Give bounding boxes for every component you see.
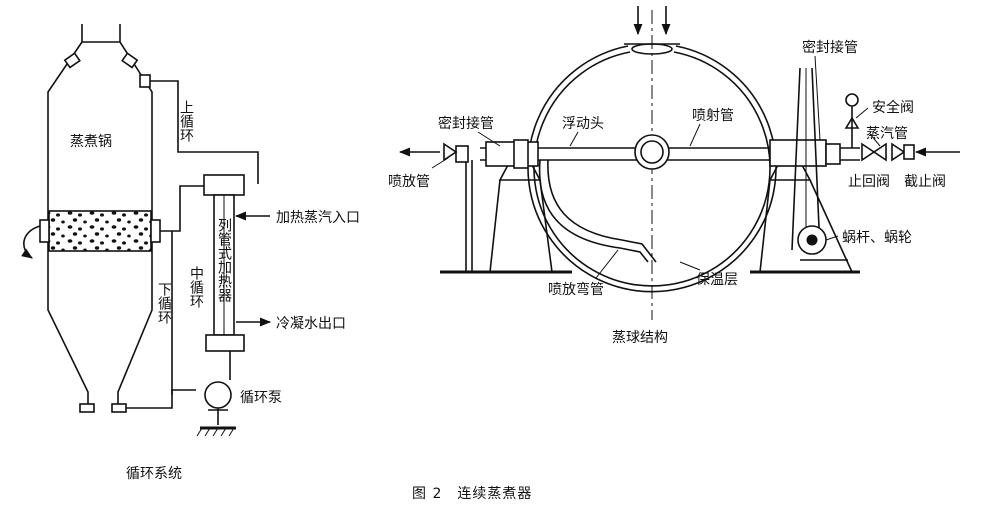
left-blowdown-valve xyxy=(398,142,458,162)
lower-circulation-label: 下循环 xyxy=(156,282,172,324)
middle-circulation-line xyxy=(160,185,204,232)
blowdown-pipe-label: 喷放管 xyxy=(388,174,430,190)
digester-vessel xyxy=(21,24,161,413)
worm-gear-label: 蜗杆、蜗轮 xyxy=(842,230,912,246)
spray-pipe-label: 喷射管 xyxy=(692,108,734,124)
circulation-system-diagram: 蒸煮锅 上循环 中循环 下循环 列管式加热器 加热蒸汽入口 冷凝水出口 循环泵 … xyxy=(21,24,360,482)
stop-valve-label: 截止阀 xyxy=(904,174,946,190)
blowdown-elbow-label: 喷放弯管 xyxy=(548,281,604,298)
floating-head-label: 浮动头 xyxy=(562,116,604,132)
left-caption: 循环系统 xyxy=(126,466,182,482)
upper-circulation-line xyxy=(150,80,259,184)
leader-lines xyxy=(431,55,881,279)
left-bearing-stand xyxy=(440,139,572,274)
figure-caption: 图 2 连续蒸煮器 xyxy=(412,485,532,502)
vessel-label: 蒸煮锅 xyxy=(70,134,112,150)
check-valve-label: 止回阀 xyxy=(848,174,890,190)
digester-sphere-diagram: 密封接管 浮动头 喷射管 密封接管 安全阀 蒸汽管 喷放管 止回阀 截止阀 蜗杆… xyxy=(388,6,960,346)
right-drive-stand xyxy=(750,67,860,274)
upper-circulation-label: 上循环 xyxy=(178,100,194,142)
circulation-pump xyxy=(196,381,236,437)
pump-label: 循环泵 xyxy=(240,390,282,406)
seal-joint-right-label: 密封接管 xyxy=(802,39,858,56)
lower-circulation-line xyxy=(126,231,173,409)
steam-inlet-label: 加热蒸汽入口 xyxy=(276,210,360,226)
steam-pipe-label: 蒸汽管 xyxy=(866,126,908,142)
heater-label: 列管式加热器 xyxy=(216,218,232,302)
sphere-shell xyxy=(527,43,777,293)
right-valves xyxy=(844,93,960,162)
seal-joint-left-label: 密封接管 xyxy=(438,115,494,132)
condensate-outlet-label: 冷凝水出口 xyxy=(276,316,346,332)
middle-circulation-label: 中循环 xyxy=(188,266,204,308)
right-caption: 蒸球结构 xyxy=(612,330,668,346)
tube-heater xyxy=(203,174,272,352)
safety-valve-label: 安全阀 xyxy=(872,99,914,116)
insulation-label: 保温层 xyxy=(696,272,738,288)
